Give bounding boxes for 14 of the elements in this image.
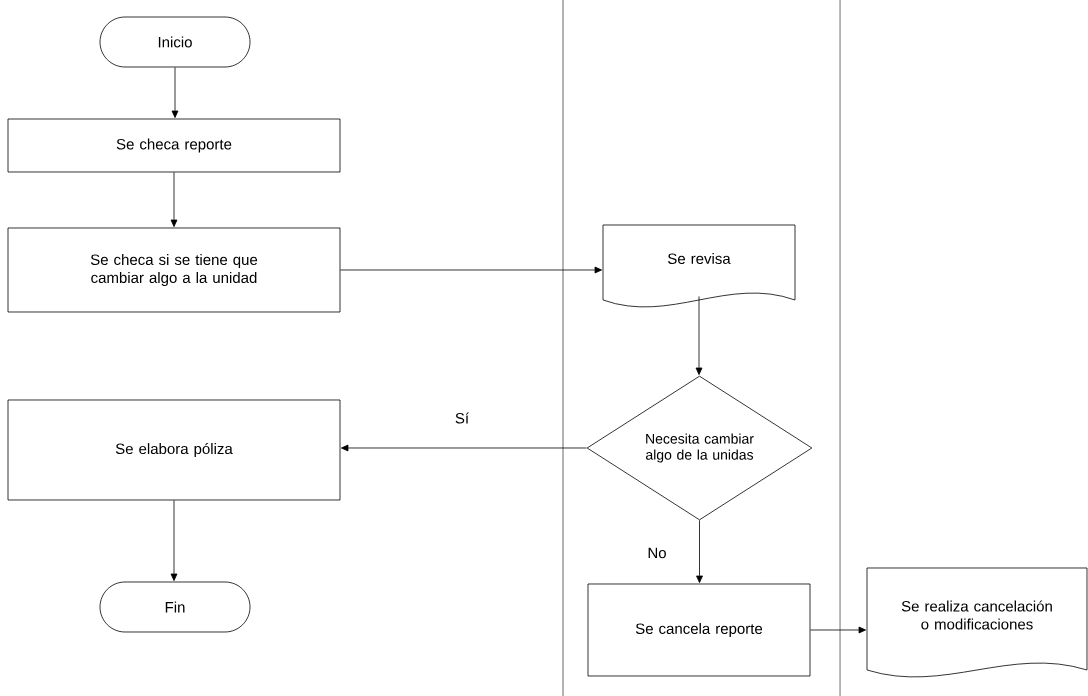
arrow: [696, 520, 703, 583]
arrow: [810, 626, 866, 634]
arrow: [341, 444, 587, 452]
arrow: [340, 266, 602, 274]
process-box: Se checa reporte: [7, 118, 341, 173]
process-box: Se elabora póliza: [7, 399, 341, 501]
edge-label: No: [646, 546, 668, 560]
arrow: [170, 172, 178, 227]
arrow: [171, 67, 179, 118]
arrow: [170, 500, 178, 581]
arrow: [695, 296, 703, 375]
process-box: Se checa si se tiene que cambiar algo a la unidad: [7, 227, 341, 313]
process-box: Se cancela reporte: [587, 583, 811, 677]
edge-label: Sí: [453, 411, 471, 425]
